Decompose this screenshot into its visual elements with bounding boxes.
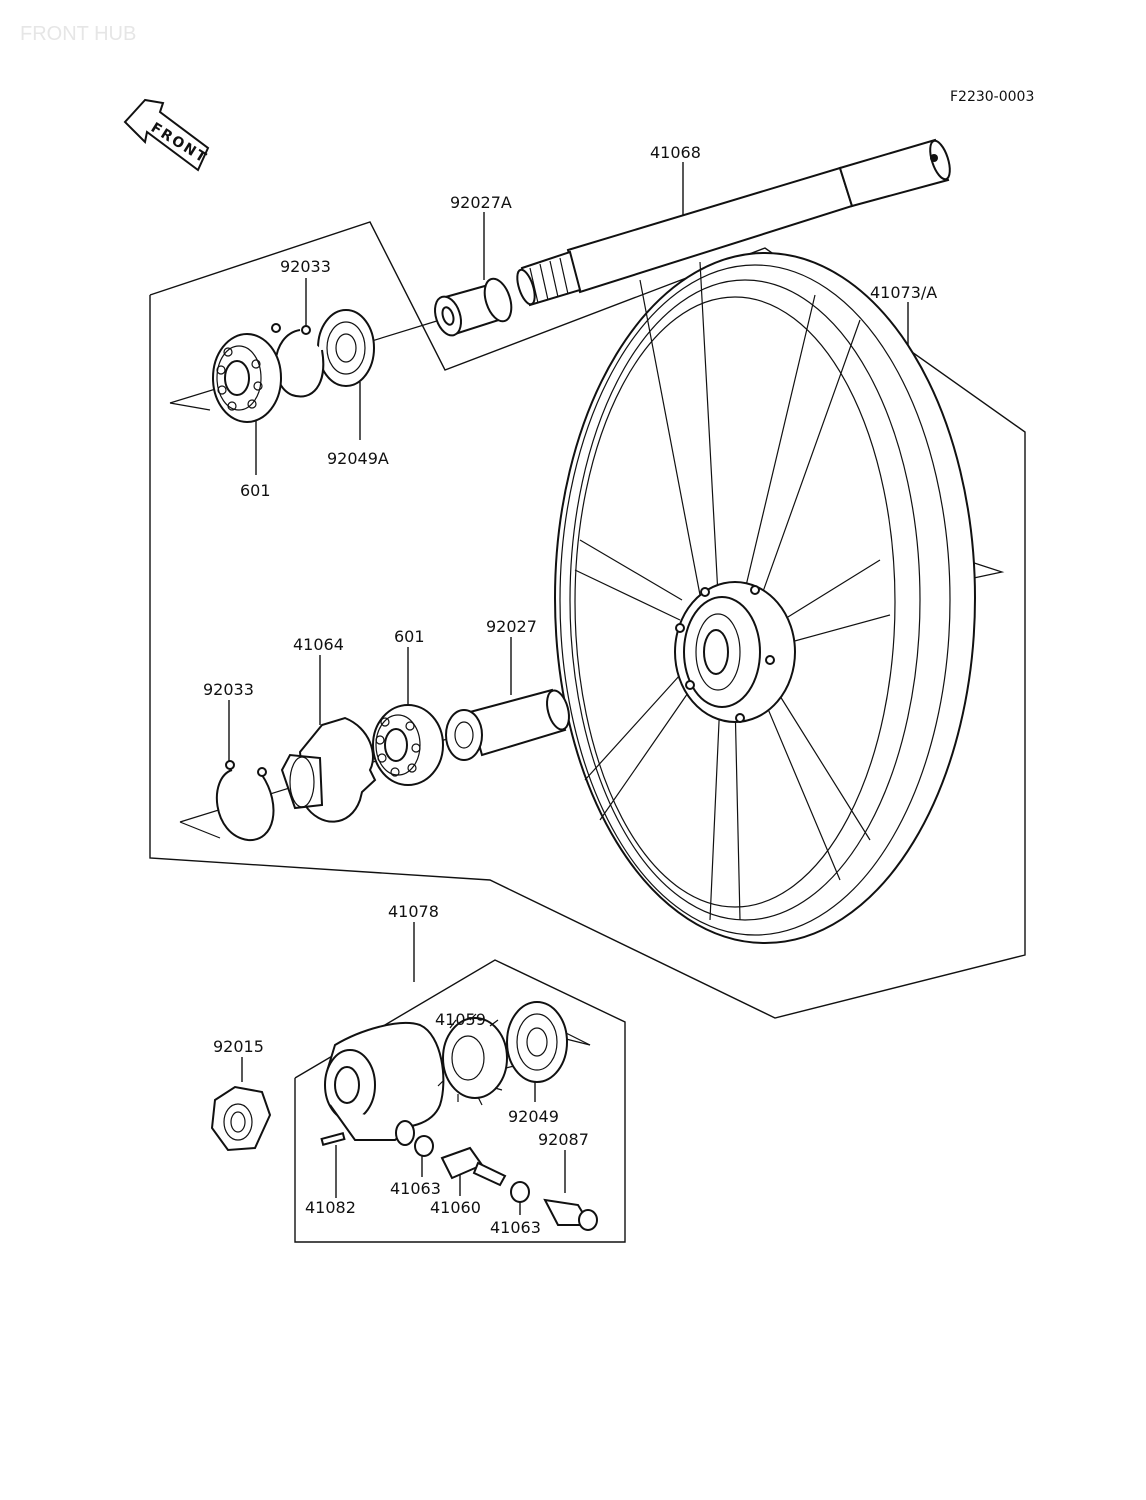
axle-41068 — [516, 138, 951, 307]
nut-92015 — [210, 1085, 272, 1152]
part-label: 92027 — [486, 617, 537, 636]
circlip-92033-lower — [216, 760, 275, 842]
part-label: 92033 — [280, 257, 331, 276]
pin-41082 — [320, 1132, 346, 1146]
part-label: 41082 — [305, 1198, 356, 1217]
diagram-code: F2230-0003 — [950, 89, 1034, 105]
part-label: 41060 — [430, 1198, 481, 1217]
part-labels: 41068 92027A 92033 41073/A 601 92049A 41… — [203, 143, 937, 1237]
part-label: 41078 — [388, 902, 439, 921]
part-label: 601 — [394, 627, 425, 646]
diagram-title: FRONT HUB — [20, 23, 136, 45]
collar-92027A — [434, 277, 513, 337]
gear-stop-41064 — [280, 716, 377, 823]
part-label: 92087 — [538, 1130, 589, 1149]
part-label: 41068 — [650, 143, 701, 162]
part-label: 41063 — [490, 1218, 541, 1237]
washer-41063-upper — [414, 1135, 434, 1157]
spacer-92027 — [445, 688, 570, 761]
gear-housing-41078 — [324, 1021, 445, 1146]
bearing-601-lower — [372, 704, 444, 786]
part-label: 92049 — [508, 1107, 559, 1126]
part-label: 601 — [240, 481, 271, 500]
part-label: 92049A — [327, 449, 389, 468]
bushing-92087 — [543, 1198, 598, 1231]
part-label: 92015 — [213, 1037, 264, 1056]
group-boundary-lines — [149, 221, 1026, 1243]
oil-seal-92049 — [506, 1001, 568, 1083]
washer-41063-lower — [510, 1181, 530, 1203]
part-label: 41064 — [293, 635, 344, 654]
bearing-601-upper — [212, 333, 282, 423]
part-label: 41073/A — [870, 283, 937, 302]
part-label: 92027A — [450, 193, 512, 212]
circlip-92033-upper — [271, 323, 325, 398]
part-label: 92033 — [203, 680, 254, 699]
pinion-41060 — [440, 1146, 507, 1187]
part-label: 41059 — [435, 1010, 486, 1029]
wheel-41073A — [554, 252, 976, 944]
part-label: 41063 — [390, 1179, 441, 1198]
oil-seal-92049A — [317, 309, 375, 387]
front-arrow-icon: FRONT — [123, 98, 210, 172]
